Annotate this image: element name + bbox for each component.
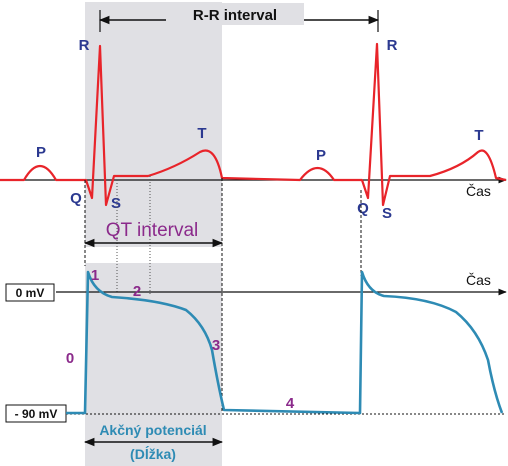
- action-potential-duration-label: (Dĺžka): [130, 445, 176, 462]
- ecg-s-wave-label-2: S: [382, 205, 392, 222]
- ecg-t-wave-label-2: T: [474, 127, 483, 144]
- minus90-mv-label: - 90 mV: [15, 407, 58, 421]
- phase-label-4: 4: [286, 395, 295, 412]
- ecg-r-wave-label: R: [79, 37, 90, 54]
- ecg-p-wave-label: P: [36, 144, 46, 161]
- phase-label-1: 1: [91, 267, 99, 284]
- ecg-s-wave-label: S: [111, 195, 121, 212]
- phase-label-0: 0: [66, 350, 74, 367]
- zero-mv-label: 0 mV: [16, 286, 45, 300]
- ecg-q-wave-label: Q: [70, 190, 82, 207]
- ecg-q-wave-label-2: Q: [357, 200, 369, 217]
- rr-interval-label: R-R interval: [193, 7, 277, 24]
- qt-interval-label: QT interval: [106, 220, 199, 241]
- ecg-time-axis-label: Čas: [466, 183, 491, 199]
- qt-shaded-band-upper: [85, 2, 222, 247]
- ecg-t-wave-label: T: [197, 125, 206, 142]
- action-potential-trace: [66, 270, 504, 415]
- ecg-p-wave-label-2: P: [316, 147, 326, 164]
- phase-label-2: 2: [133, 283, 141, 300]
- ap-time-axis-label: Čas: [466, 272, 491, 288]
- phase-label-3: 3: [212, 337, 220, 354]
- action-potential-label: Akčný potenciál: [99, 422, 206, 438]
- zero-mv-label-box: [5, 283, 55, 302]
- ecg-trace: [0, 42, 507, 207]
- rr-label-bg: [166, 3, 304, 25]
- ecg-r-wave-label-2: R: [387, 37, 398, 54]
